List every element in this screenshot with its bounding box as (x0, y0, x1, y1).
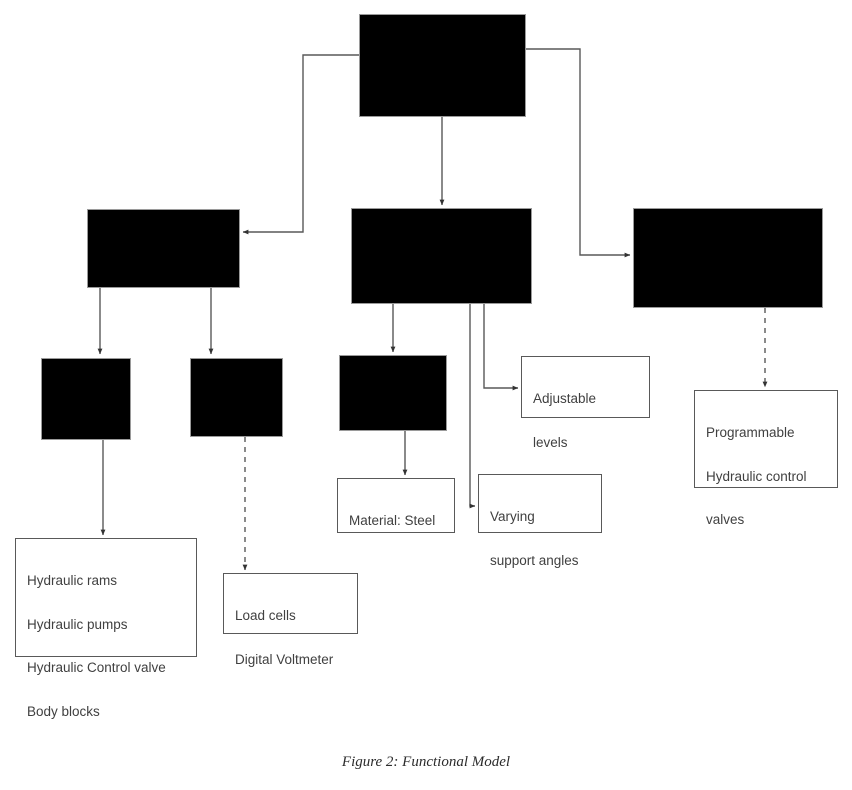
label-line: Hydraulic pumps (27, 616, 128, 632)
label-sensors[interactable]: Load cells Digital Voltmeter (223, 573, 358, 667)
connector-center-to-adjustable (483, 304, 519, 391)
label-line: Adjustable (533, 390, 597, 406)
label-line: Material: Steel (349, 512, 436, 528)
label-adjustable-levels[interactable]: Adjustable levels (521, 356, 650, 450)
figure-caption: Figure 2: Functional Model (341, 754, 511, 770)
node-left-child-b[interactable] (190, 358, 283, 437)
node-center-child[interactable] (339, 355, 447, 431)
label-line: Load cells (235, 607, 296, 623)
node-right-branch[interactable] (633, 208, 823, 308)
label-line: Programmable (706, 424, 795, 440)
label-line: valves (706, 512, 745, 528)
label-line: Body blocks (27, 704, 100, 720)
label-line: Hydraulic Control valve (27, 660, 166, 676)
label-line: Varying (490, 508, 535, 524)
connector-root-to-left (242, 54, 359, 235)
label-line: Hydraulic rams (27, 572, 118, 588)
node-center-branch[interactable] (351, 208, 532, 304)
node-left-branch[interactable] (87, 209, 240, 288)
label-line: Digital Voltmeter (235, 651, 334, 667)
node-top-root[interactable] (359, 14, 526, 117)
node-left-child-a[interactable] (41, 358, 131, 440)
label-hydraulic-components[interactable]: Hydraulic rams Hydraulic pumps Hydraulic… (15, 538, 197, 719)
label-line: support angles (490, 552, 579, 568)
connector-root-to-right (526, 48, 631, 258)
label-varying-support-angles[interactable]: Varying support angles (478, 474, 602, 568)
label-programmable-valves[interactable]: Programmable Hydraulic control valves (694, 390, 838, 527)
label-material-steel[interactable]: Material: Steel (337, 478, 455, 533)
connector-center-to-varying (469, 304, 476, 509)
label-line: levels (533, 434, 568, 450)
label-line: Hydraulic control (706, 468, 807, 484)
